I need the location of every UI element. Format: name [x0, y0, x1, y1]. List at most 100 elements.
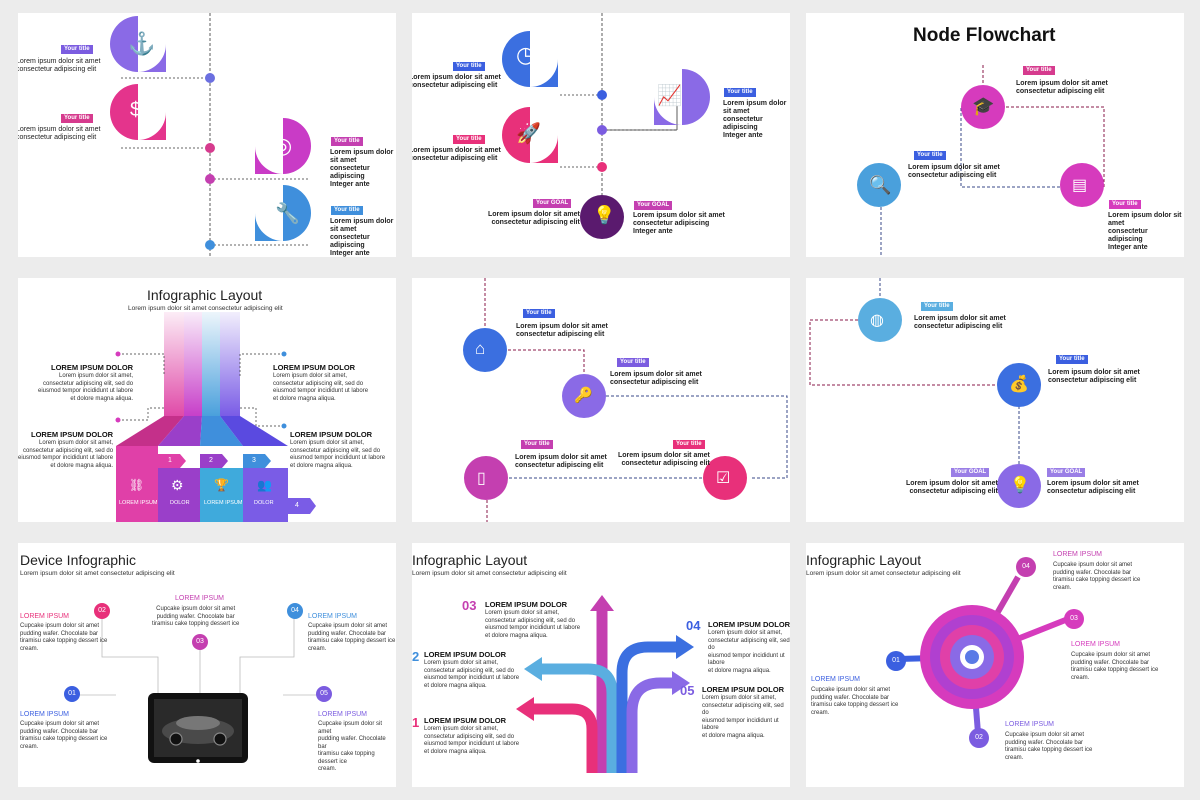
step-number: 03 [192, 634, 208, 650]
title-tag: Your title [521, 440, 553, 449]
goal-tag: Your GOAL [533, 199, 572, 208]
house-dollar-icon: ⌂ [475, 339, 486, 358]
title-tag: Your title [331, 137, 363, 146]
slide-4[interactable]: Infographic Layout Lorem ipsum dolor sit… [18, 278, 396, 522]
section-heading: LOREM IPSUM DOLOR [485, 600, 568, 609]
step-number: 04 [686, 618, 701, 633]
section-body: Lorem ipsum dolor sit amet,consectetur a… [273, 373, 369, 402]
title-tag: Your title [1056, 355, 1088, 364]
slide-7[interactable]: Device Infographic Lorem ipsum dolor sit… [18, 543, 396, 787]
lightbulb-icon: 💡 [593, 205, 616, 225]
section-body: Lorem ipsum dolor sit amet,consectetur a… [18, 440, 114, 469]
slide-subtitle: Lorem ipsum dolor sit amet consectetur a… [412, 570, 567, 577]
title-tag: Your title [673, 440, 705, 449]
section-heading: LOREM IPSUM [1005, 721, 1055, 728]
section-heading: LOREM IPSUM [1053, 551, 1103, 558]
slide-2[interactable]: ◷ 🚀 📈 💡 Your title Lorem ipsum dolor sit… [412, 13, 790, 257]
section-body: Lorem ipsum dolor sit amet,consectetur a… [290, 440, 386, 469]
phone-chart-icon: ▯ [477, 470, 486, 487]
slide-5-lines [463, 278, 788, 522]
step-number: 2 [412, 649, 420, 664]
rocket-icon: 🚀 [516, 123, 541, 145]
slide-1-lines [110, 13, 311, 257]
slide-8[interactable]: Infographic Layout Lorem ipsum dolor sit… [412, 543, 790, 787]
slide-7-lines [80, 619, 318, 763]
column-label: DOLOR [170, 500, 190, 506]
chart-up-icon: 📈 [657, 85, 682, 107]
column-label: LOREM IPSUM [204, 500, 243, 506]
section-heading: LOREM IPSUM DOLOR [424, 650, 507, 659]
wrench-icon: 🔧 [275, 203, 300, 225]
section-heading: LOREM IPSUM DOLOR [702, 685, 785, 694]
title-tag: Your title [1109, 200, 1141, 209]
key-hand-icon: 🔑 [574, 387, 593, 404]
step-number: 05 [316, 686, 332, 702]
section-heading: LOREM IPSUM [20, 613, 70, 620]
step-number: 02 [969, 728, 989, 748]
people-icon: 👥 [257, 478, 272, 492]
section-body: Lorem ipsum dolor sit amet,consectetur a… [38, 373, 134, 402]
section-body: Lorem ipsum dolor sit amet,consectetur a… [424, 726, 520, 755]
section-body: Lorem ipsum dolor sit amet,consectetur a… [424, 660, 520, 689]
anchor-icon: ⚓ [128, 31, 156, 56]
magnifier-icon: 🔍 [869, 175, 892, 195]
step-number: 2 [209, 457, 213, 464]
coins-icon: 💰 [1009, 376, 1029, 393]
slide-6[interactable]: ◍ 💰 💡 Your title Lorem ipsum dolor sit a… [806, 278, 1184, 522]
section-heading: LOREM IPSUM [1071, 641, 1121, 648]
step-number: 3 [252, 457, 256, 464]
slide-9-target [897, 575, 1070, 734]
section-heading: LOREM IPSUM DOLOR [708, 620, 790, 629]
clock-icon: ◷ [516, 42, 536, 67]
graduation-cap-icon: 🎓 [972, 96, 995, 116]
link-icon: ⛓ [129, 478, 145, 492]
section-heading: LOREM IPSUM [20, 711, 70, 718]
slide-9[interactable]: Infographic Layout Lorem ipsum dolor sit… [806, 543, 1184, 787]
title-tag: Your title [331, 206, 363, 215]
slide-6-lines [809, 278, 1041, 508]
section-heading: LOREM IPSUM [308, 613, 358, 620]
section-heading: LOREM IPSUM [811, 676, 861, 683]
slide-subtitle: Lorem ipsum dolor sit amet consectetur a… [806, 570, 961, 577]
slide-title: Device Infographic [20, 552, 136, 568]
slide-title: Node Flowchart [913, 25, 1056, 46]
title-tag: Your title [61, 45, 93, 54]
title-tag: Your title [921, 302, 953, 311]
step-number: 03 [462, 598, 477, 613]
column-label: LOREM IPSUM [119, 500, 158, 506]
title-tag: Your title [1023, 66, 1055, 75]
slide-3[interactable]: Node Flowchart 🎓 🔍 ▤ Your title Lorem ip… [806, 13, 1184, 257]
goal-tag: Your GOAL [951, 468, 990, 477]
slide-subtitle: Lorem ipsum dolor sit amet consectetur a… [128, 305, 283, 312]
lightbulb-icon: 💡 [1010, 477, 1030, 494]
slide-5[interactable]: ⌂ 🔑 ▯ ☑ Your title Lorem ipsum dolor sit… [412, 278, 790, 522]
title-tag: Your title [724, 88, 756, 97]
section-body: Lorem ipsum dolor sit amet,consectetur a… [702, 695, 784, 739]
title-tag: Your title [523, 309, 555, 318]
section-heading: LOREM IPSUM DOLOR [31, 430, 114, 439]
slide-3-lines [857, 65, 1105, 257]
slide-1[interactable]: ⚓ $ ◎ 🔧 Your title Lorem ipsum dolor sit… [18, 13, 396, 257]
gear-icon: ⚙ [171, 477, 184, 493]
section-heading: LOREM IPSUM DOLOR [424, 716, 507, 725]
step-number: 03 [1064, 609, 1084, 629]
